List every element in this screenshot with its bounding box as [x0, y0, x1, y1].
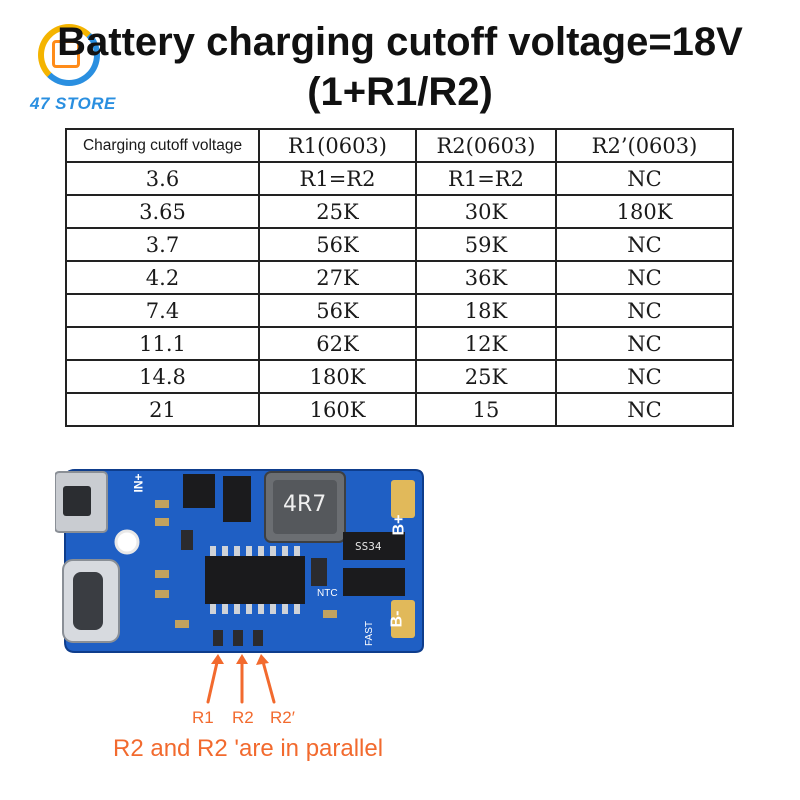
title-line-2: (1+R1/R2)	[307, 70, 493, 114]
header-cell: R1(0603)	[258, 128, 417, 163]
diode-label: SS34	[355, 540, 382, 553]
table-cell: 4.2	[65, 260, 260, 295]
table-cell: NC	[555, 326, 734, 361]
table-row: 11.1 62K 12K NC	[65, 326, 734, 361]
table-row: 3.6 R1=R2 R1=R2 NC	[65, 161, 734, 196]
chip-icon	[52, 40, 80, 68]
table-cell: NC	[555, 227, 734, 262]
table-row: 3.65 25K 30K 180K	[65, 194, 734, 229]
table-row: 4.2 27K 36K NC	[65, 260, 734, 295]
table-cell: NC	[555, 161, 734, 196]
table-cell: 18K	[415, 293, 557, 328]
table-cell: 3.65	[65, 194, 260, 229]
header-cell: R2’(0603)	[555, 128, 734, 163]
r2-label: R2	[232, 708, 254, 727]
table-row: 7.4 56K 18K NC	[65, 293, 734, 328]
table-cell: NC	[555, 359, 734, 394]
table-cell: 11.1	[65, 326, 260, 361]
r1-arrow-icon	[206, 656, 220, 704]
header-cell: Charging cutoff voltage	[65, 128, 260, 163]
r2p-arrow-icon	[260, 656, 276, 704]
table-cell: 56K	[258, 293, 417, 328]
table-cell: 36K	[415, 260, 557, 295]
pcb-board	[55, 469, 424, 653]
table-cell: 25K	[415, 359, 557, 394]
table-row: 3.7 56K 59K NC	[65, 227, 734, 262]
charger-board-photo: 4R7 SS34 IN+ B+ B- FAST NTC	[55, 460, 435, 670]
table-cell: R1=R2	[415, 161, 557, 196]
table-cell: 160K	[258, 392, 417, 427]
pad-label-fast: FAST	[364, 620, 376, 647]
title-line-1: Battery charging cutoff voltage=18V	[57, 20, 743, 64]
pad-label-in-plus: IN+	[131, 473, 146, 493]
table-header-row: Charging cutoff voltage R1(0603) R2(0603…	[65, 128, 734, 163]
logo-ring-icon	[38, 24, 100, 86]
parallel-note: R2 and R2 'are in parallel	[113, 735, 384, 762]
table-cell: 30K	[415, 194, 557, 229]
inductor-label: 4R7	[283, 492, 327, 517]
table-cell: 180K	[258, 359, 417, 394]
table-cell: 27K	[258, 260, 417, 295]
table-cell: NC	[555, 260, 734, 295]
table-cell: 59K	[415, 227, 557, 262]
pad-label-b-minus: B-	[388, 610, 406, 628]
table-row: 21 160K 15 NC	[65, 392, 734, 427]
pad-label-ntc: NTC	[317, 588, 338, 599]
r1-label: R1	[192, 708, 214, 727]
table-cell: 56K	[258, 227, 417, 262]
table-cell: 3.7	[65, 227, 260, 262]
table-cell: 7.4	[65, 293, 260, 328]
table-cell: 15	[415, 392, 557, 427]
table-cell: 62K	[258, 326, 417, 361]
store-logo: 47 STORE	[30, 18, 120, 118]
table-cell: 25K	[258, 194, 417, 229]
table-cell: NC	[555, 392, 734, 427]
logo-text: 47 STORE	[30, 94, 116, 113]
header-cell: R2(0603)	[415, 128, 557, 163]
table-cell: 180K	[555, 194, 734, 229]
table-cell: 14.8	[65, 359, 260, 394]
table-cell: 3.6	[65, 161, 260, 196]
table-cell: 21	[65, 392, 260, 427]
resistor-table: Charging cutoff voltage R1(0603) R2(0603…	[65, 128, 734, 427]
table-cell: R1=R2	[258, 161, 417, 196]
table-cell: NC	[555, 293, 734, 328]
table-row: 14.8 180K 25K NC	[65, 359, 734, 394]
resistor-arrows	[206, 654, 276, 704]
table-cell: 12K	[415, 326, 557, 361]
pad-label-b-plus: B+	[390, 514, 408, 536]
r2-prime-label: R2′	[270, 708, 295, 727]
